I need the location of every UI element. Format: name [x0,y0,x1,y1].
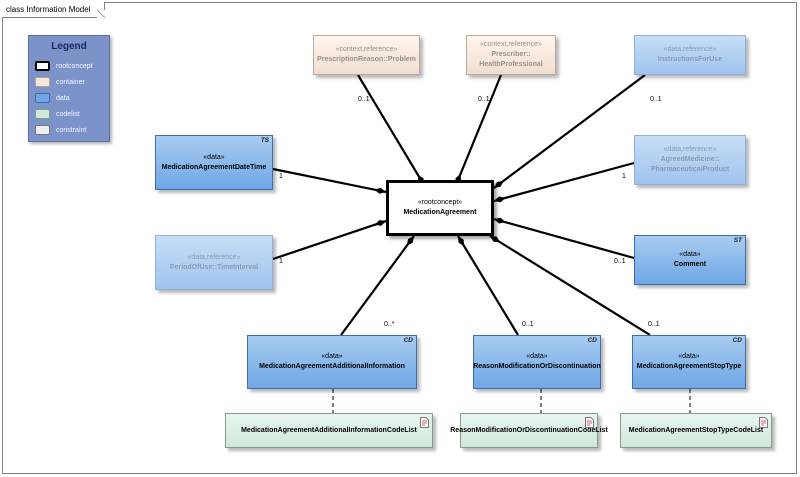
edge-agreed-medicine [493,161,635,203]
edge-period-of-use [272,219,387,261]
datatype-tag: ST [733,237,742,244]
stereotype-label: «context,reference» [335,46,398,53]
stereotype-label: «data,reference» [187,253,241,261]
legend-swatch [35,125,50,135]
class-name: PeriodOfUse::TimeInterval [169,263,259,271]
class-name: ReasonModificationOrDiscontinuation [473,363,601,370]
multiplicity-date-time: 1 [279,173,283,180]
stereotype-label: «data» [203,153,225,161]
legend-label: constraint [56,126,87,134]
stereotype-label: «data,reference» [663,46,717,53]
legend-item-rootconcept: rootconcept [35,61,93,71]
class-instructions-for-use[interactable]: «data,reference» InstructionsForUse [634,35,746,75]
root-concept-medication-agreement[interactable]: «rootconcept» MedicationAgreement [386,180,494,236]
legend-swatch [35,93,50,103]
codelist-document-icon [585,417,594,428]
class-period-of-use-time-interval[interactable]: «data,reference» PeriodOfUse::TimeInterv… [155,235,273,290]
codelist-reason-modification-or-discontinuation[interactable]: ReasonModificationOrDiscontinuationCodeL… [450,413,608,448]
multiplicity-additional-info: 0..* [384,321,395,328]
edge-prescriber [454,74,503,186]
multiplicity-reason-mod: 0..1 [522,321,534,328]
datatype-tag: TS [260,137,269,144]
legend-swatch [35,109,50,119]
multiplicity-period-of-use: 1 [279,258,283,265]
multiplicity-agreed-medicine: 1 [622,173,626,180]
legend-label: codelist [56,110,80,118]
class-name: Prescriber:: [491,51,531,58]
datatype-tag: CD [732,337,742,344]
multiplicity-prescription-reason: 0..1 [358,96,370,103]
stereotype-label: «context,reference» [480,41,542,48]
class-medication-agreement-date-time[interactable]: TS «data» MedicationAgreementDateTime [155,135,273,190]
class-name: MedicationAgreementDateTime [161,163,267,171]
class-name: MedicationAgreementAdditionalInformation… [241,426,417,434]
codelist-medication-agreement-stop-type[interactable]: MedicationAgreementStopTypeCodeList [620,413,772,448]
class-name: AgreedMedicine:: [660,156,720,163]
class-medication-agreement-additional-information[interactable]: CD «data» MedicationAgreementAdditionalI… [247,335,417,389]
edge-date-time [272,167,387,194]
diagram-frame-title: class Information Model [2,2,106,18]
datatype-tag: CD [587,337,597,344]
legend-swatch [35,77,50,87]
codelist-document-icon [759,417,768,428]
class-reason-modification-or-discontinuation[interactable]: CD «data» ReasonModificationOrDiscontinu… [473,335,601,389]
class-prescriber-health-professional[interactable]: «context,reference» Prescriber:: HealthP… [466,35,556,75]
multiplicity-stop-type: 0..1 [648,321,660,328]
stereotype-label: «data» [321,353,343,360]
stereotype-label: «data» [678,353,700,360]
legend-swatch [35,61,50,71]
class-prescription-reason-problem[interactable]: «context,reference» PrescriptionReason::… [313,35,420,75]
legend-label: container [56,78,85,86]
multiplicity-instructions: 0..1 [650,96,662,103]
class-name: PharmaceuticalProduct [650,166,730,173]
edge-reason-mod [457,235,519,336]
class-comment[interactable]: ST «data» Comment [634,235,746,285]
class-name: HealthProfessional [479,61,543,68]
legend-title: Legend [51,41,87,52]
class-name: MedicationAgreementStopTypeCodeList [628,426,764,434]
edge-comment [493,217,635,260]
class-name: ReasonModificationOrDiscontinuationCodeL… [450,426,608,434]
edge-instructions [493,74,646,189]
legend-label: rootconcept [56,62,93,70]
edge-prescription-reason [357,74,425,186]
codelist-medication-agreement-additional-information[interactable]: MedicationAgreementAdditionalInformation… [225,413,433,448]
legend-item-container: container [35,77,85,87]
class-name: Comment [673,261,707,268]
legend-item-codelist: codelist [35,109,80,119]
legend-item-data: data [35,93,70,103]
legend-label: data [56,94,70,102]
legend-item-constraint: constraint [35,125,86,135]
class-agreed-medicine-pharmaceutical-product[interactable]: «data,reference» AgreedMedicine:: Pharma… [634,135,746,185]
edge-stop-type [489,235,651,336]
multiplicity-comment: 0..1 [614,258,626,265]
stereotype-label: «data» [679,251,701,258]
class-name: InstructionsForUse [657,56,723,63]
stereotype-label: «rootconcept» [417,199,463,206]
datatype-tag: CD [403,337,413,344]
class-name: MedicationAgreement [403,209,477,216]
stereotype-label: «data,reference» [663,146,717,153]
class-medication-agreement-stop-type[interactable]: CD «data» MedicationAgreementStopType [632,335,746,389]
edge-additional-info [340,235,415,336]
multiplicity-prescriber: 0..1 [478,96,490,103]
codelist-document-icon [420,417,429,428]
class-name: MedicationAgreementStopType [636,363,742,370]
class-name: PrescriptionReason::Problem [317,56,416,63]
class-name: MedicationAgreementAdditionalInformation [259,363,405,370]
stereotype-label: «data» [526,353,548,360]
legend: Legend rootconcept container data codeli… [28,35,110,142]
